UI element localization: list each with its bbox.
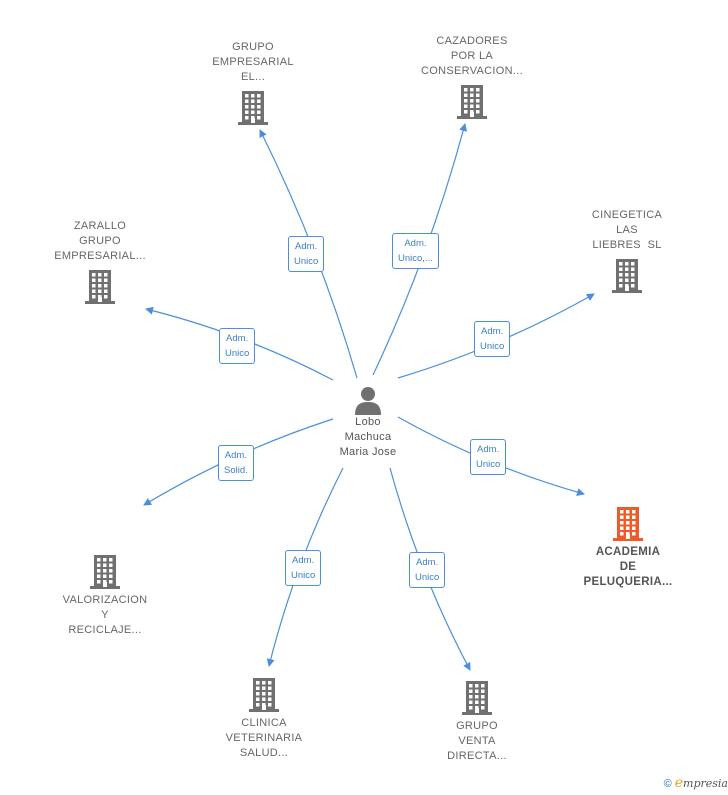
company-node-cazadores[interactable]: CAZADORES POR LA CONSERVACION... [420,34,524,119]
relation-badge-grupo-venta[interactable]: Adm. Unico [409,552,446,588]
company-node-cinegetica[interactable]: CINEGETICA LAS LIEBRES SL [580,208,674,293]
building-icon [613,507,643,541]
relation-badge-clinica[interactable]: Adm. Unico [285,550,322,586]
relation-badge-cinegetica[interactable]: Adm. Unico [474,321,511,357]
person-node[interactable]: Lobo Machuca Maria Jose [318,385,418,460]
building-icon [249,678,279,712]
person-icon [355,387,381,415]
company-label: ZARALLO GRUPO EMPRESARIAL... [54,220,146,262]
company-label: GRUPO VENTA DIRECTA... [447,720,507,762]
company-label: GRUPO EMPRESARIAL EL... [212,41,294,83]
building-icon [85,270,115,304]
building-icon [238,91,268,125]
building-icon [612,259,642,293]
company-label: VALORIZACION Y RECICLAJE... [62,594,148,636]
brand-initial: e [674,775,684,791]
brand-name: mpresia [683,777,728,790]
copyright-symbol: © [663,778,672,790]
company-node-zarallo[interactable]: ZARALLO GRUPO EMPRESARIAL... [50,219,150,304]
company-label: ACADEMIA DE PELUQUERIA... [583,546,673,588]
building-icon [457,85,487,119]
company-label: CAZADORES POR LA CONSERVACION... [421,35,523,77]
company-node-academia[interactable]: ACADEMIA DE PELUQUERIA... [580,505,676,590]
footer-brand: © empresia [664,775,728,791]
relation-badge-cazadores[interactable]: Adm. Unico,... [392,233,439,269]
person-name: Lobo Machuca Maria Jose [339,416,397,458]
company-node-grupo-empresarial[interactable]: GRUPO EMPRESARIAL EL... [207,40,299,125]
relation-badge-grupo-empresarial[interactable]: Adm. Unico [288,236,325,272]
relation-badge-zarallo[interactable]: Adm. Unico [219,328,256,364]
building-icon [462,681,492,715]
relation-badge-valorizacion[interactable]: Adm. Solid. [218,445,254,481]
company-node-grupo-venta[interactable]: GRUPO VENTA DIRECTA... [430,679,524,764]
relation-badge-academia[interactable]: Adm. Unico [470,439,507,475]
building-icon [90,555,120,589]
company-node-clinica[interactable]: CLINICA VETERINARIA SALUD... [218,676,310,761]
company-label: CINEGETICA LAS LIEBRES SL [591,209,663,251]
company-node-valorizacion[interactable]: VALORIZACION Y RECICLAJE... [55,553,155,638]
company-label: CLINICA VETERINARIA SALUD... [225,717,303,759]
